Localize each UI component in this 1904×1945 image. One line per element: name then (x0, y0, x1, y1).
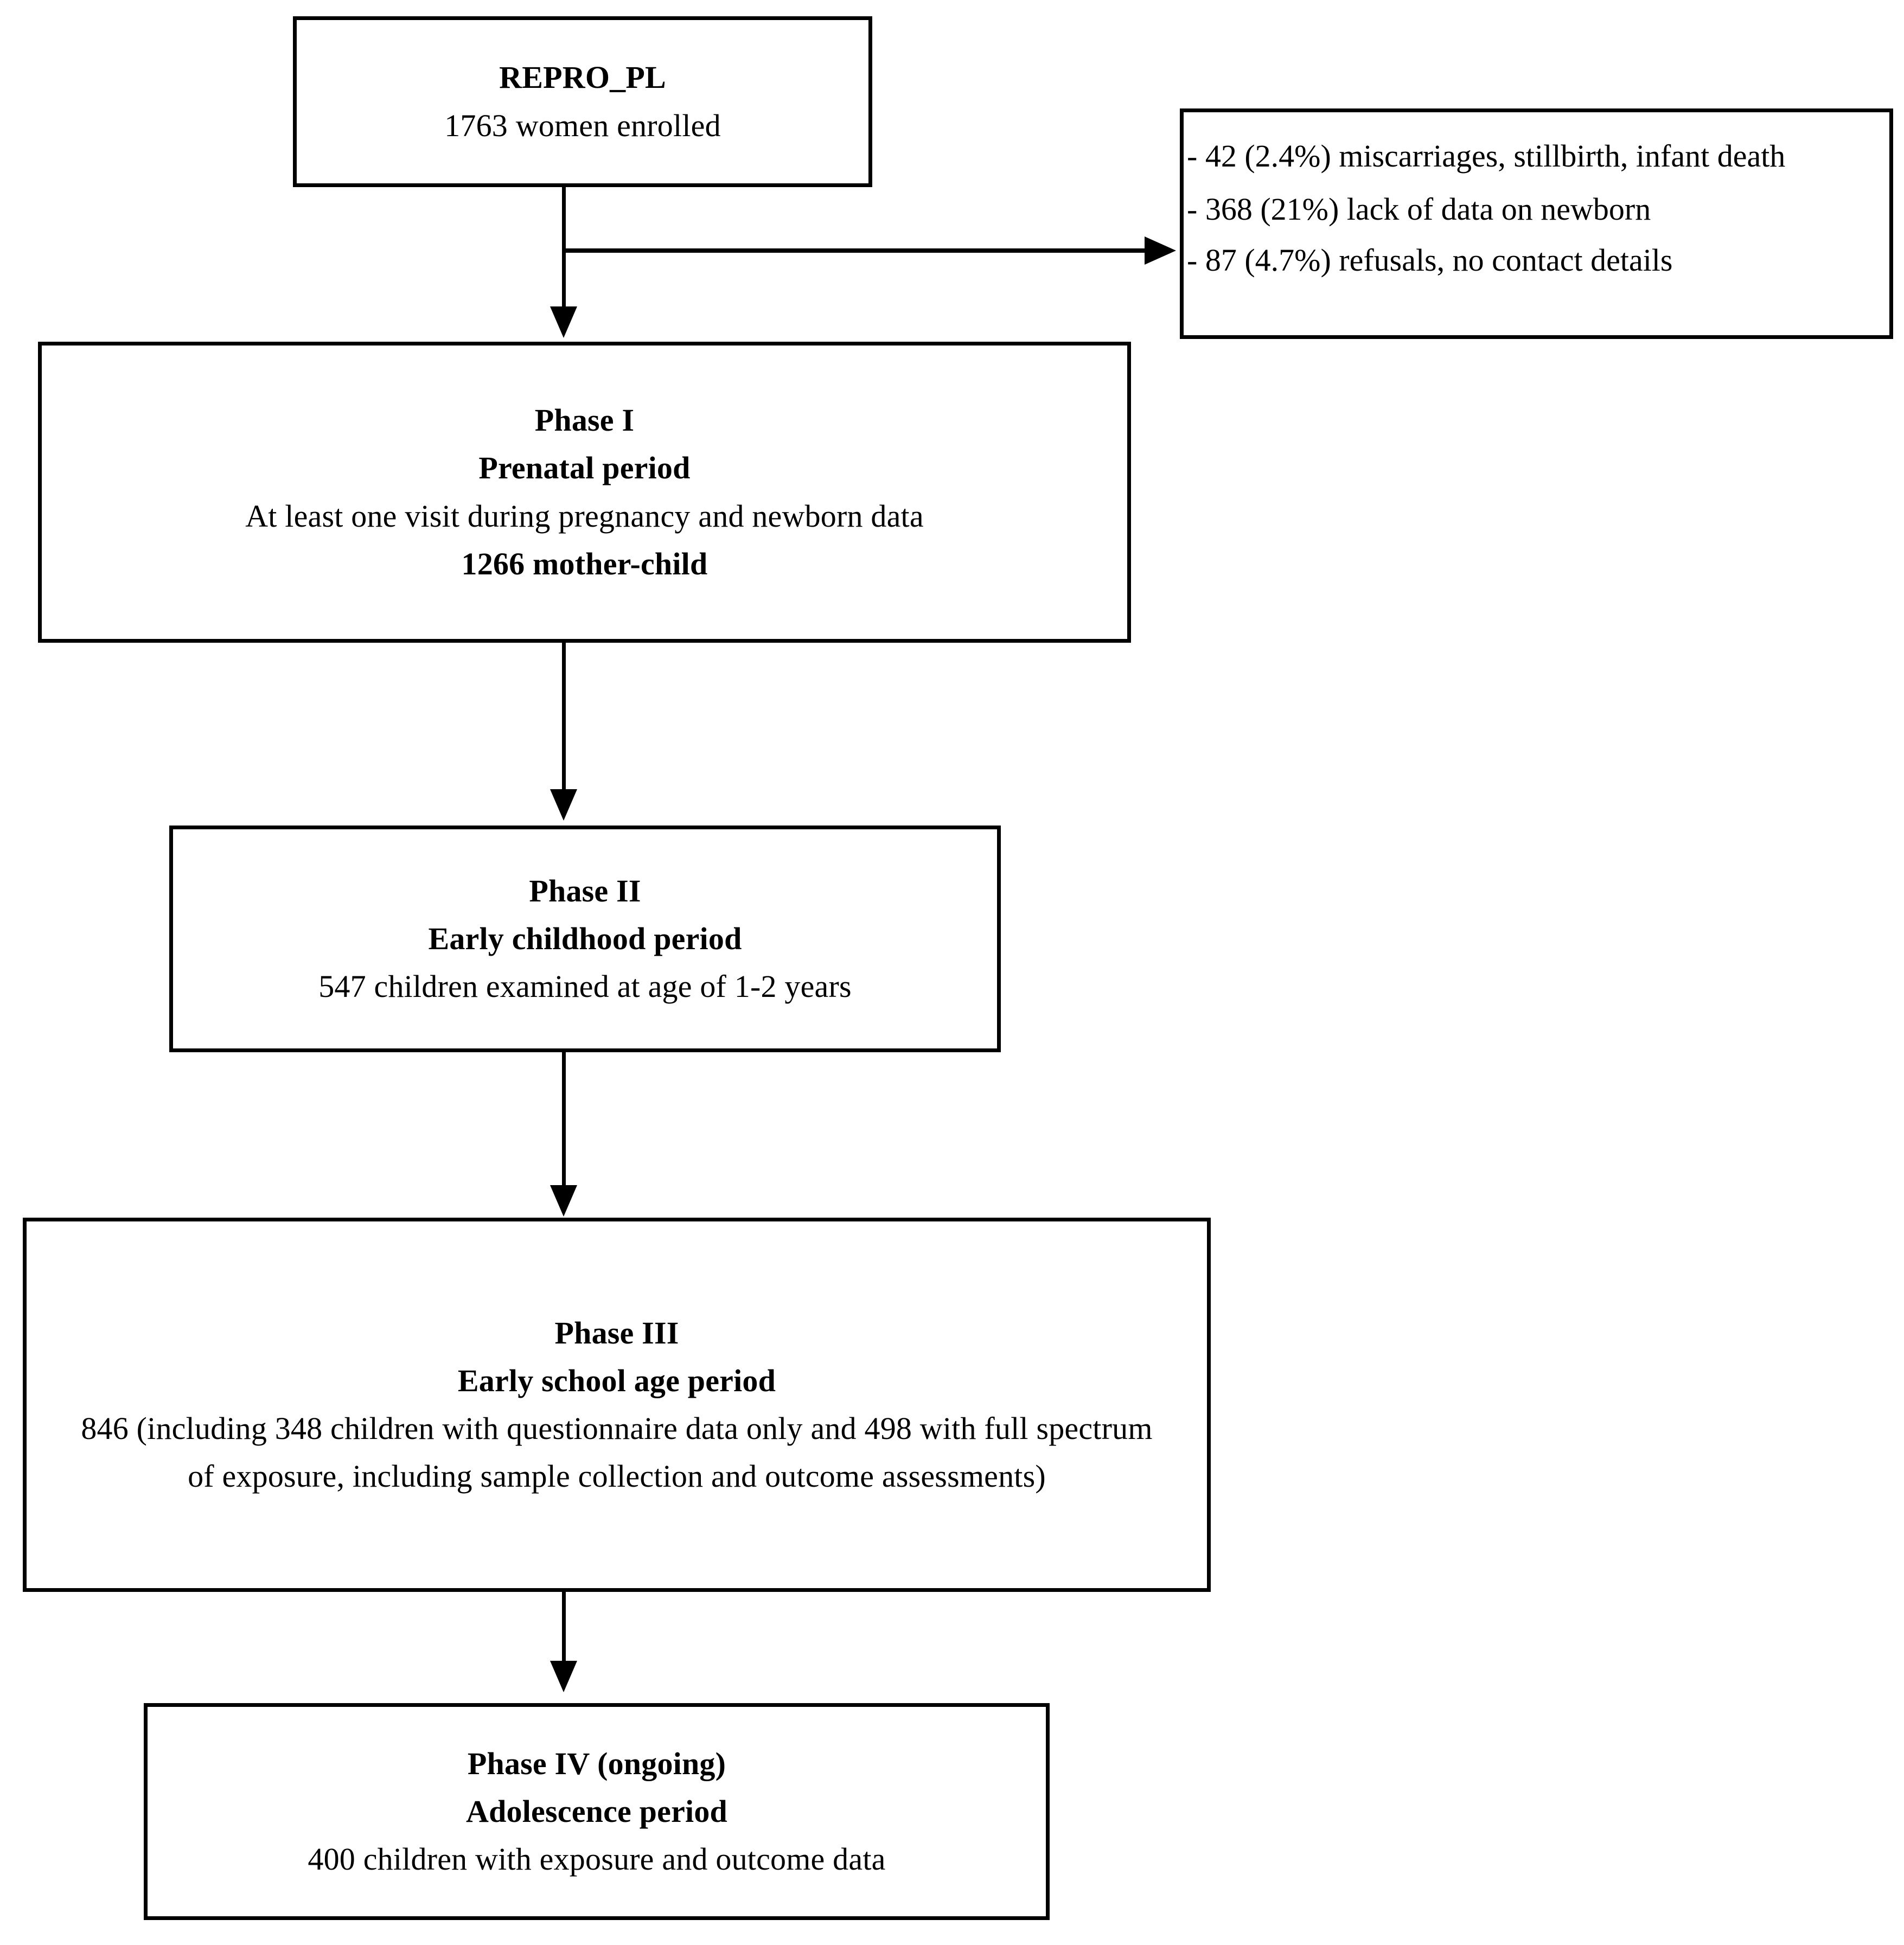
connector-phase2-to-phase3 (562, 1052, 566, 1188)
phase-4-title-ongoing: ongoing (608, 1745, 715, 1781)
phase-1-subtitle: Prenatal period (478, 450, 691, 486)
phase-1-count: 1266 mother-child (461, 546, 708, 581)
node-phase-2: Phase II Early childhood period 547 chil… (169, 826, 1001, 1052)
repro-pl-title: REPRO_PL (499, 60, 666, 95)
node-repro-pl: REPRO_PL 1763 women enrolled (293, 16, 872, 187)
phase-2-title: Phase II (529, 873, 641, 908)
arrowhead-exclusions (1145, 236, 1176, 265)
phase-4-title: Phase IV (ongoing) (148, 1740, 1046, 1788)
phase-3-title: Phase III (554, 1315, 679, 1351)
exclusion-item-1: - 42 (2.4%) miscarriages, stillbirth, in… (1187, 138, 1786, 174)
exclusion-item-2: - 368 (21%) lack of data on newborn (1187, 191, 1651, 227)
node-phase-1: Phase I Prenatal period At least one vis… (38, 342, 1131, 643)
phase-3-detail: 846 (including 348 children with questio… (81, 1411, 1153, 1494)
phase-2-count: 547 children examined at age of 1-2 year… (318, 969, 852, 1005)
phase-4-count: 400 children with exposure and outcome d… (308, 1841, 886, 1877)
repro-pl-enrolled: 1763 women enrolled (444, 107, 721, 143)
node-phase-3: Phase III Early school age period 846 (i… (23, 1218, 1211, 1592)
phase-1-criteria: At least one visit during pregnancy and … (245, 498, 924, 534)
arrowhead-repro-to-phase1 (550, 306, 577, 338)
connector-phase1-to-phase2 (562, 643, 566, 792)
arrowhead-phase3-to-phase4 (550, 1661, 577, 1692)
connector-repro-to-phase1 (562, 187, 566, 309)
phase-1-title: Phase I (534, 402, 635, 438)
phase-2-subtitle: Early childhood period (428, 920, 742, 956)
node-phase-4: Phase IV (ongoing) Adolescence period 40… (144, 1703, 1050, 1920)
connector-exclusions (564, 248, 1145, 253)
arrowhead-phase2-to-phase3 (550, 1185, 577, 1217)
phase-4-title-suffix: ) (715, 1745, 726, 1781)
phase-4-subtitle: Adolescence period (465, 1793, 727, 1829)
connector-phase3-to-phase4 (562, 1592, 566, 1668)
exclusion-item-3: - 87 (4.7%) refusals, no contact details (1187, 242, 1673, 278)
arrowhead-phase1-to-phase2 (550, 789, 577, 821)
node-exclusions: - 42 (2.4%) miscarriages, stillbirth, in… (1180, 108, 1893, 339)
phase-3-subtitle: Early school age period (457, 1362, 776, 1398)
phase-4-title-prefix: Phase IV ( (467, 1745, 608, 1781)
